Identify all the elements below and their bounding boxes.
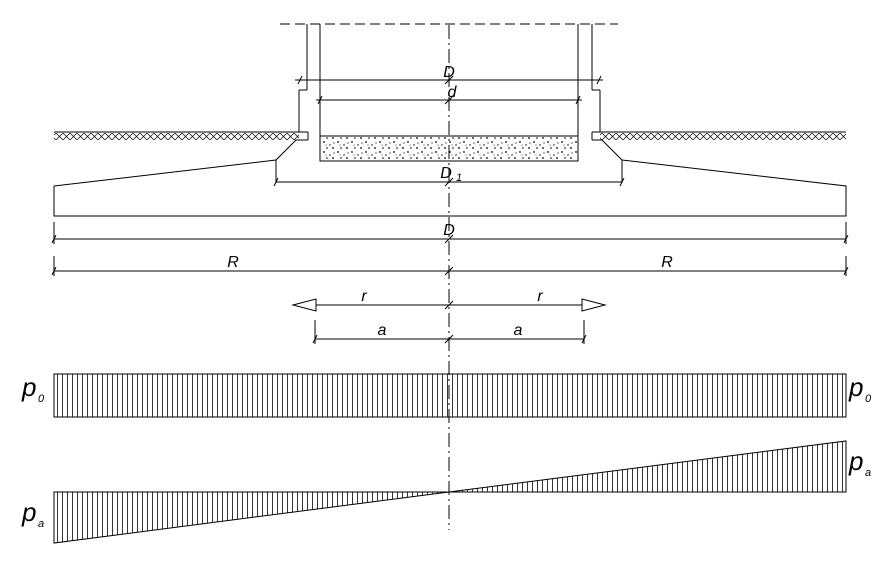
dimension-D-bottom (51, 222, 849, 244)
pressure-diagram-pa (53, 440, 847, 544)
label-D1: D (440, 165, 452, 182)
label-a-left: a (378, 322, 387, 339)
label-pa-left-subscript: a (38, 518, 44, 530)
dimension-r (291, 298, 607, 312)
ground-surface (54, 131, 846, 140)
label-p0-right: p (848, 372, 863, 402)
label-a-right: a (514, 322, 523, 339)
label-pa-right: p (848, 446, 863, 476)
label-p0-left: p (21, 372, 36, 402)
label-p0-left-subscript: 0 (38, 393, 45, 405)
dimension-D1 (273, 177, 625, 187)
concrete-fill (319, 135, 579, 162)
label-p0-right-subscript: 0 (865, 393, 872, 405)
pressure-diagram-p0 (53, 373, 847, 418)
dimension-D-top (295, 75, 603, 85)
foundation-slab (53, 139, 847, 217)
label-pa-left: p (21, 497, 36, 527)
label-r-left: r (361, 288, 367, 305)
label-D1-subscript: 1 (456, 172, 462, 184)
dimension-a (312, 320, 587, 344)
label-R-right: R (661, 254, 673, 271)
dimension-d (316, 95, 582, 105)
label-pa-right-subscript: a (865, 467, 871, 479)
label-R-left: R (227, 254, 239, 271)
dimension-R (51, 256, 849, 276)
label-d: d (448, 84, 458, 101)
label-r-right: r (537, 288, 543, 305)
label-D-top: D (443, 64, 455, 81)
label-D-bottom: D (443, 222, 455, 239)
